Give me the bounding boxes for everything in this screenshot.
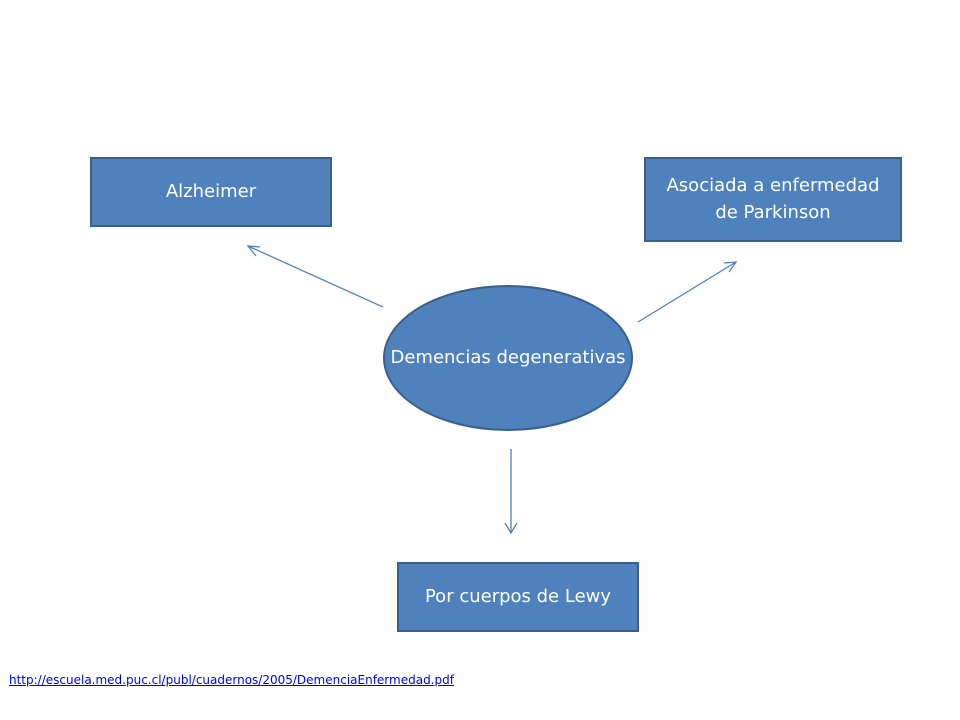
arrow-to-lewy [504, 449, 518, 535]
node-parkinson: Asociada a enfermedad de Parkinson [644, 157, 902, 242]
center-line1: Demencias [390, 346, 491, 368]
node-parkinson-line2: de Parkinson [715, 201, 831, 223]
node-lewy: Por cuerpos de Lewy [397, 562, 639, 632]
node-lewy-label: Por cuerpos de Lewy [424, 585, 612, 607]
node-center-demencias: Demencias degenerativas [383, 285, 633, 431]
node-alzheimer-label: Alzheimer [165, 180, 257, 202]
arrow-to-parkinson [637, 261, 738, 323]
center-line2: degenerativas [496, 346, 626, 368]
node-parkinson-line1: Asociada a enfermedad [666, 175, 880, 197]
source-link[interactable]: http://escuela.med.puc.cl/publ/cuadernos… [9, 673, 454, 687]
node-alzheimer: Alzheimer [90, 157, 332, 227]
arrow-to-alzheimer [246, 245, 384, 308]
